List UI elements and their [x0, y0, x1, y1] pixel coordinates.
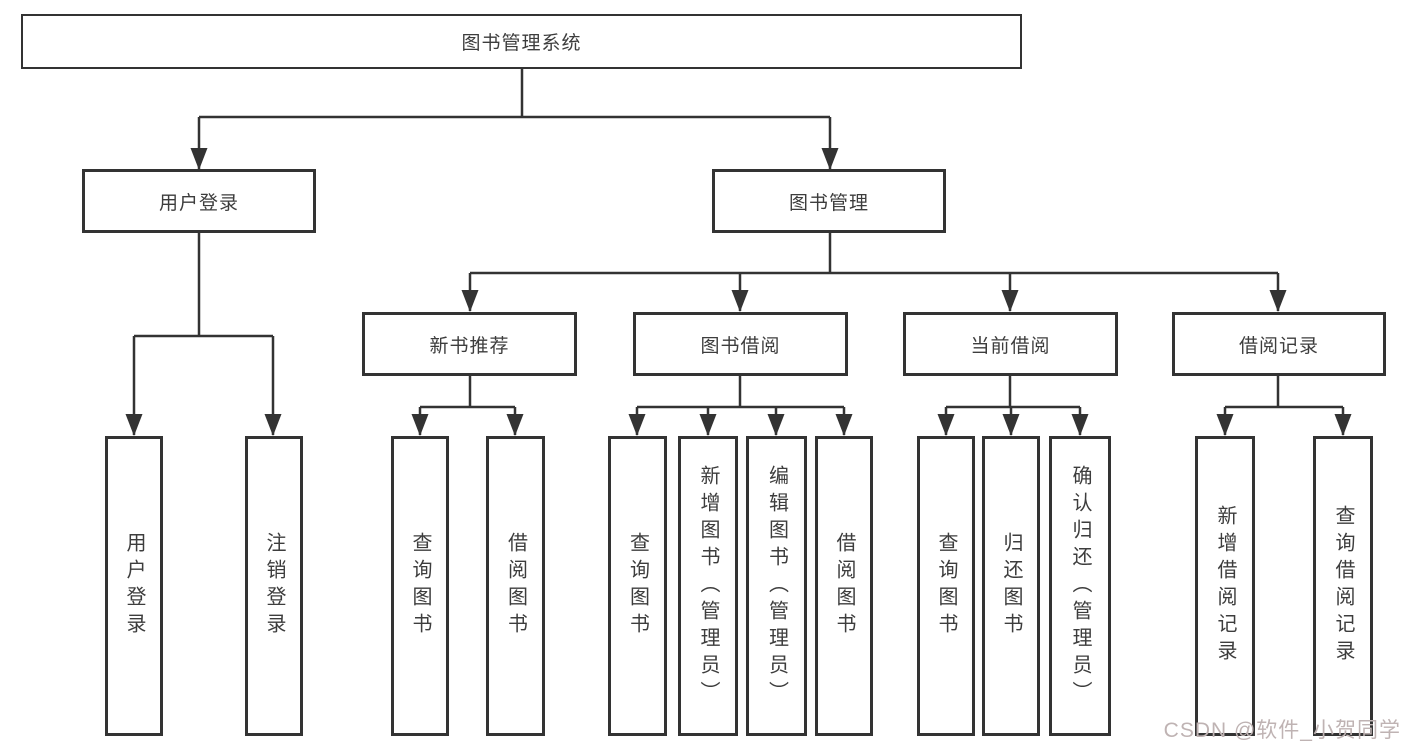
node-book-management: 图书管理 [712, 169, 946, 233]
node-book-borrow-label: 图书借阅 [700, 335, 781, 357]
leaf-edit-book-admin: 编辑图书（管理员） [746, 436, 807, 736]
node-new-book-recommend: 新书推荐 [362, 312, 577, 376]
leaf-user-login: 用户登录 [105, 436, 163, 736]
leaf-query-books-borrow-label: 查询图书 [626, 532, 649, 640]
leaf-add-borrow-record-label: 新增借阅记录 [1214, 505, 1236, 667]
leaf-add-borrow-record: 新增借阅记录 [1195, 436, 1255, 736]
node-new-book-recommend-label: 新书推荐 [429, 335, 510, 357]
leaf-query-books-current: 查询图书 [917, 436, 975, 736]
leaf-borrow-books: 借阅图书 [815, 436, 873, 736]
leaf-query-books-current-label: 查询图书 [935, 532, 957, 640]
node-borrow-records-label: 借阅记录 [1238, 335, 1319, 357]
node-user-login-label: 用户登录 [158, 192, 239, 214]
csdn-watermark: CSDN @软件_小贺同学 [1163, 719, 1401, 742]
leaf-edit-book-admin-label: 编辑图书（管理员） [765, 464, 788, 708]
leaf-query-books-recommend: 查询图书 [391, 436, 449, 736]
leaf-user-login-label: 用户登录 [123, 532, 145, 640]
leaf-query-borrow-record-label: 查询借阅记录 [1332, 505, 1354, 667]
node-book-management-label: 图书管理 [788, 192, 869, 214]
leaf-return-book: 归还图书 [982, 436, 1040, 736]
leaf-confirm-return-admin: 确认归还（管理员） [1049, 436, 1111, 736]
leaf-confirm-return-admin-label: 确认归还（管理员） [1069, 464, 1091, 708]
leaf-logout-login: 注销登录 [245, 436, 303, 736]
node-root-label: 图书管理系统 [461, 33, 582, 54]
leaf-add-book-admin: 新增图书（管理员） [678, 436, 738, 736]
leaf-borrow-books-recommend: 借阅图书 [486, 436, 545, 736]
leaf-add-book-admin-label: 新增图书（管理员） [697, 464, 719, 708]
leaf-logout-login-label: 注销登录 [263, 532, 285, 640]
node-root: 图书管理系统 [21, 14, 1022, 69]
node-book-borrow: 图书借阅 [633, 312, 848, 376]
node-borrow-records: 借阅记录 [1172, 312, 1386, 376]
node-current-borrow: 当前借阅 [903, 312, 1118, 376]
leaf-return-book-label: 归还图书 [1000, 532, 1022, 640]
leaf-borrow-books-recommend-label: 借阅图书 [504, 532, 527, 640]
leaf-query-borrow-record: 查询借阅记录 [1313, 436, 1373, 736]
node-current-borrow-label: 当前借阅 [970, 335, 1051, 357]
node-user-login: 用户登录 [82, 169, 316, 233]
leaf-query-books-borrow: 查询图书 [608, 436, 667, 736]
leaf-query-books-recommend-label: 查询图书 [409, 532, 431, 640]
leaf-borrow-books-label: 借阅图书 [833, 532, 855, 640]
